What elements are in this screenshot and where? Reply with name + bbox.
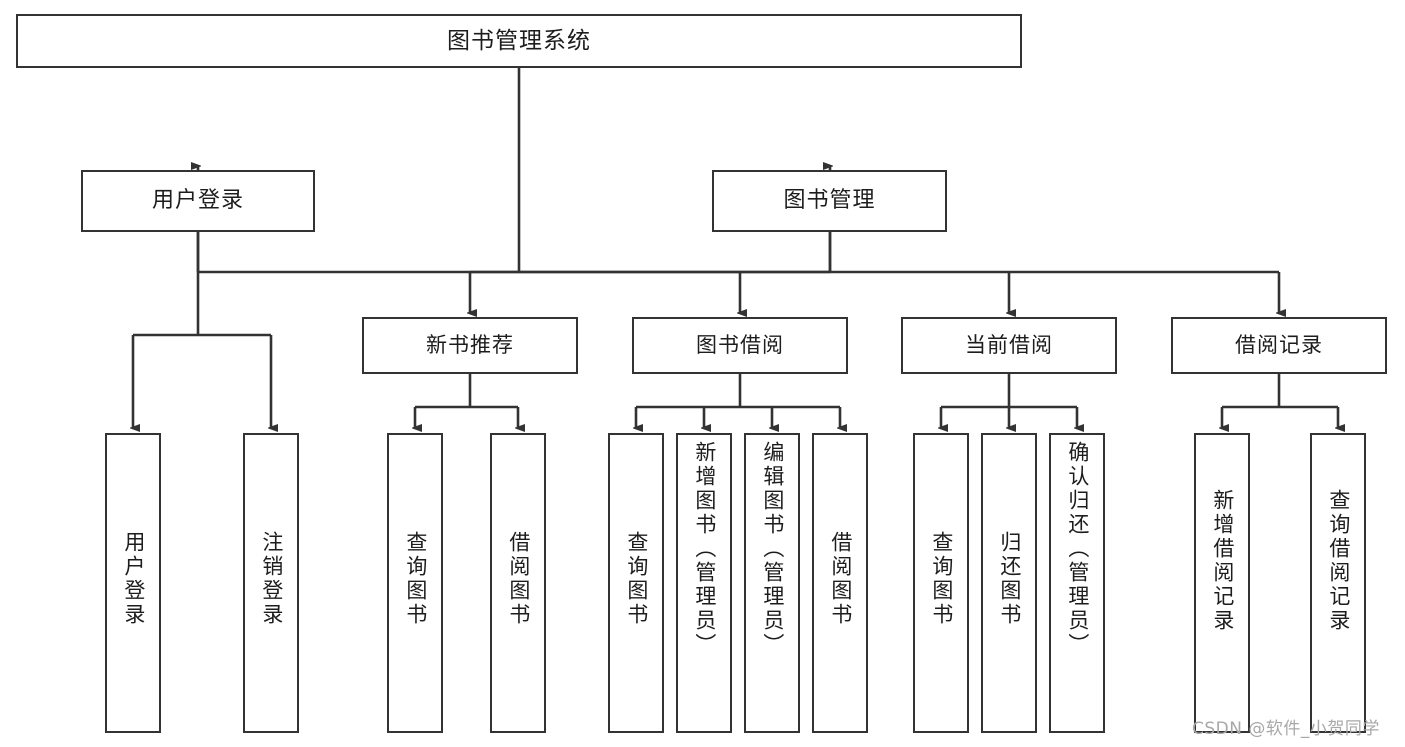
node-label: 查询图书 [624, 531, 649, 627]
node-label: 注销登录 [259, 531, 284, 627]
node-label: 新增图书（管理员） [692, 441, 717, 657]
node-label: 借阅图书 [506, 531, 531, 627]
node-label: 归还图书 [997, 531, 1022, 627]
leaf-add-borrow-record[interactable]: 新增借阅记录 [1194, 433, 1250, 733]
leaf-query-book-recommend[interactable]: 查询图书 [387, 433, 443, 733]
leaf-confirm-return-admin[interactable]: 确认归还（管理员） [1049, 433, 1105, 733]
leaf-borrow-book-recommend[interactable]: 借阅图书 [490, 433, 546, 733]
node-new-book-recommend[interactable]: 新书推荐 [362, 317, 578, 374]
node-book-management[interactable]: 图书管理 [712, 170, 947, 232]
node-label: 编辑图书（管理员） [760, 441, 785, 657]
node-label: 新书推荐 [426, 333, 514, 358]
leaf-logout[interactable]: 注销登录 [243, 433, 299, 733]
node-label: 借阅图书 [828, 531, 853, 627]
node-label: 用户登录 [151, 188, 244, 214]
node-label: 图书借阅 [696, 333, 784, 358]
leaf-query-book-borrow[interactable]: 查询图书 [608, 433, 664, 733]
node-label: 图书管理 [783, 188, 876, 214]
node-label: 借阅记录 [1235, 333, 1323, 358]
node-label: 查询借阅记录 [1326, 489, 1351, 633]
node-label: 图书管理系统 [447, 27, 591, 54]
node-label: 查询图书 [403, 531, 428, 627]
node-label: 用户登录 [121, 531, 146, 627]
node-label: 新增借阅记录 [1210, 489, 1235, 633]
leaf-user-login[interactable]: 用户登录 [105, 433, 161, 733]
leaf-return-book[interactable]: 归还图书 [981, 433, 1037, 733]
node-label: 当前借阅 [965, 333, 1053, 358]
leaf-borrow-book[interactable]: 借阅图书 [812, 433, 868, 733]
node-label: 查询图书 [929, 531, 954, 627]
leaf-add-book-admin[interactable]: 新增图书（管理员） [676, 433, 732, 733]
leaf-edit-book-admin[interactable]: 编辑图书（管理员） [744, 433, 800, 733]
node-label: 确认归还（管理员） [1065, 441, 1090, 657]
node-root-book-management-system[interactable]: 图书管理系统 [16, 14, 1022, 68]
node-borrow-record[interactable]: 借阅记录 [1171, 317, 1387, 374]
csdn-watermark: CSDN @软件_小贺同学 [1192, 719, 1380, 739]
node-user-login[interactable]: 用户登录 [81, 170, 315, 232]
node-book-borrow[interactable]: 图书借阅 [632, 317, 848, 374]
leaf-query-book-current[interactable]: 查询图书 [913, 433, 969, 733]
node-current-borrow[interactable]: 当前借阅 [901, 317, 1117, 374]
leaf-query-borrow-record[interactable]: 查询借阅记录 [1310, 433, 1366, 733]
